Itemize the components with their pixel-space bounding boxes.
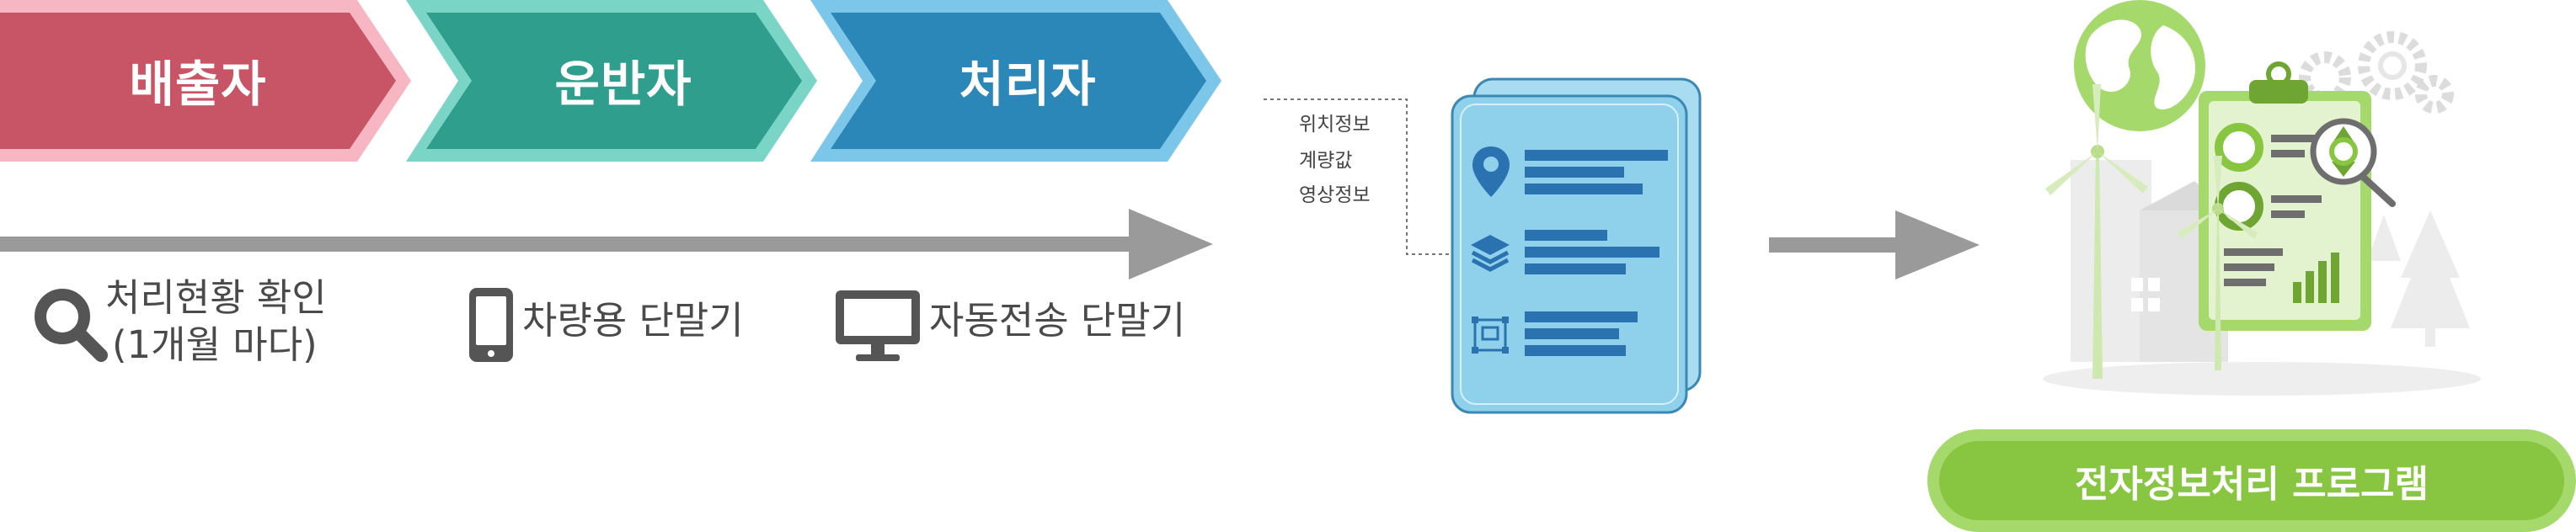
document-stack bbox=[1451, 77, 1702, 414]
eco-illustration bbox=[2043, 0, 2481, 396]
timeline-arrow bbox=[0, 209, 1213, 279]
location-pin-icon bbox=[1472, 146, 1510, 197]
program-label-pill: 전자정보처리 프로그램 bbox=[1927, 429, 2576, 532]
vehicle-terminal-text: 차량용 단말기 bbox=[522, 298, 744, 343]
layers-icon bbox=[1471, 235, 1510, 272]
search-status-text: 처리현황 확인 bbox=[105, 275, 327, 320]
gear-icon bbox=[2299, 31, 2454, 114]
smartphone-icon bbox=[469, 288, 513, 362]
step-chevron-transporter bbox=[406, 0, 817, 162]
output-arrow bbox=[1769, 210, 1980, 279]
step-label-transporter: 운반자 bbox=[554, 56, 692, 113]
search-icon bbox=[35, 289, 108, 362]
monitor-icon bbox=[836, 290, 920, 361]
program-label: 전자정보처리 프로그램 bbox=[1939, 441, 2564, 520]
step-chevron-processor bbox=[810, 0, 1221, 162]
step-label-emitter: 배출자 bbox=[129, 56, 267, 113]
step-chevron-emitter bbox=[0, 0, 411, 162]
step-label-processor: 처리자 bbox=[959, 56, 1097, 113]
data-connector-line bbox=[1264, 98, 1451, 255]
magnifier-recycle-icon bbox=[2310, 118, 2396, 207]
search-period-text: (1개월 마다) bbox=[112, 322, 318, 367]
wind-turbine-icon bbox=[2045, 84, 2258, 379]
globe-icon bbox=[2074, 0, 2205, 131]
clipboard-icon bbox=[2199, 61, 2371, 331]
image-frame-icon bbox=[1472, 317, 1509, 354]
data-label-weight: 계량값 bbox=[1299, 150, 1353, 172]
data-label-video: 영상정보 bbox=[1299, 184, 1371, 206]
auto-terminal-text: 자동전송 단말기 bbox=[929, 298, 1186, 343]
data-label-location: 위치정보 bbox=[1299, 114, 1371, 136]
